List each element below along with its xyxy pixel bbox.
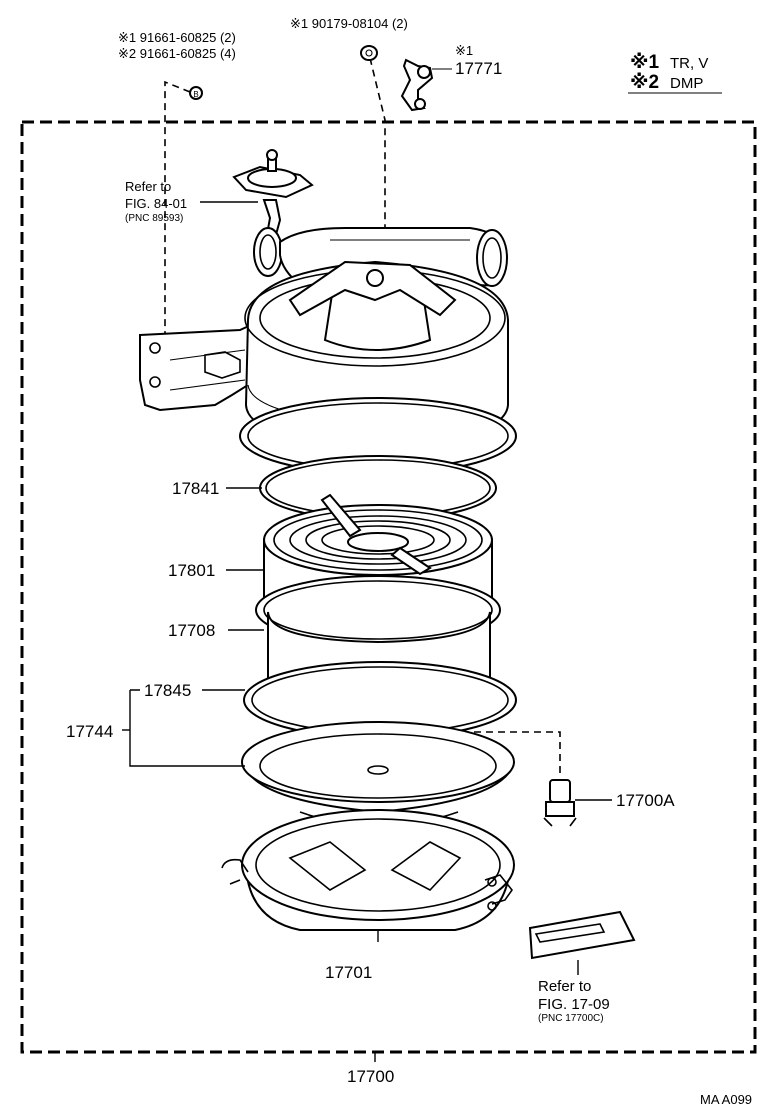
legend-text-2: DMP (670, 75, 703, 92)
hardware-label-2: ※2 91661-60825 (4) (118, 46, 236, 61)
part-label-17701: 17701 (325, 963, 372, 982)
assembly-frame (20, 120, 757, 1054)
ref-top-line3: (PNC 89593) (125, 213, 183, 224)
hardware-label-1: ※1 91661-60825 (2) (118, 30, 236, 45)
legend-mark-2: ※2 (630, 72, 659, 93)
bracket-note: ※1 (455, 43, 473, 58)
vacuum-valve-part (232, 149, 314, 277)
hardware-leader-nut (369, 57, 386, 240)
part-label-17708: 17708 (168, 621, 215, 640)
ref-bottom-line3: (PNC 17700C) (538, 1013, 604, 1024)
band-17708-part (255, 575, 501, 645)
part-label-17845: 17845 (144, 681, 191, 700)
hardware-label-3: ※1 90179-08104 (2) (290, 16, 408, 31)
mounting-bracket-part (139, 318, 263, 412)
part-label-17744: 17744 (66, 722, 113, 741)
part-label-17771: 17771 (455, 59, 502, 78)
case-17701-part (221, 809, 515, 942)
legend-text-1: TR, V (670, 55, 708, 72)
figure-code: MA A099 (700, 1092, 752, 1107)
bolt-badge: B (193, 90, 198, 99)
ref-top-line1: Refer to (125, 179, 171, 194)
legend-mark-1: ※1 (630, 52, 659, 73)
ref-bottom-line1: Refer to (538, 978, 591, 995)
sensor-17700A-part (543, 779, 577, 827)
sensor-card-part (528, 910, 636, 960)
bracket-17771-part (400, 58, 434, 112)
bolt-part: B (189, 86, 203, 100)
nut-part (360, 45, 378, 61)
hardware-leader-bolt (164, 80, 191, 340)
ref-bottom-line2: FIG. 17-09 (538, 996, 610, 1013)
ref-top-line2: FIG. 84-01 (125, 196, 187, 211)
bracket-17744 (129, 689, 245, 767)
part-label-17700: 17700 (347, 1067, 394, 1086)
part-label-17801: 17801 (168, 561, 215, 580)
part-label-17841: 17841 (172, 479, 219, 498)
part-label-17700A: 17700A (616, 791, 675, 810)
tray-part (241, 721, 515, 827)
